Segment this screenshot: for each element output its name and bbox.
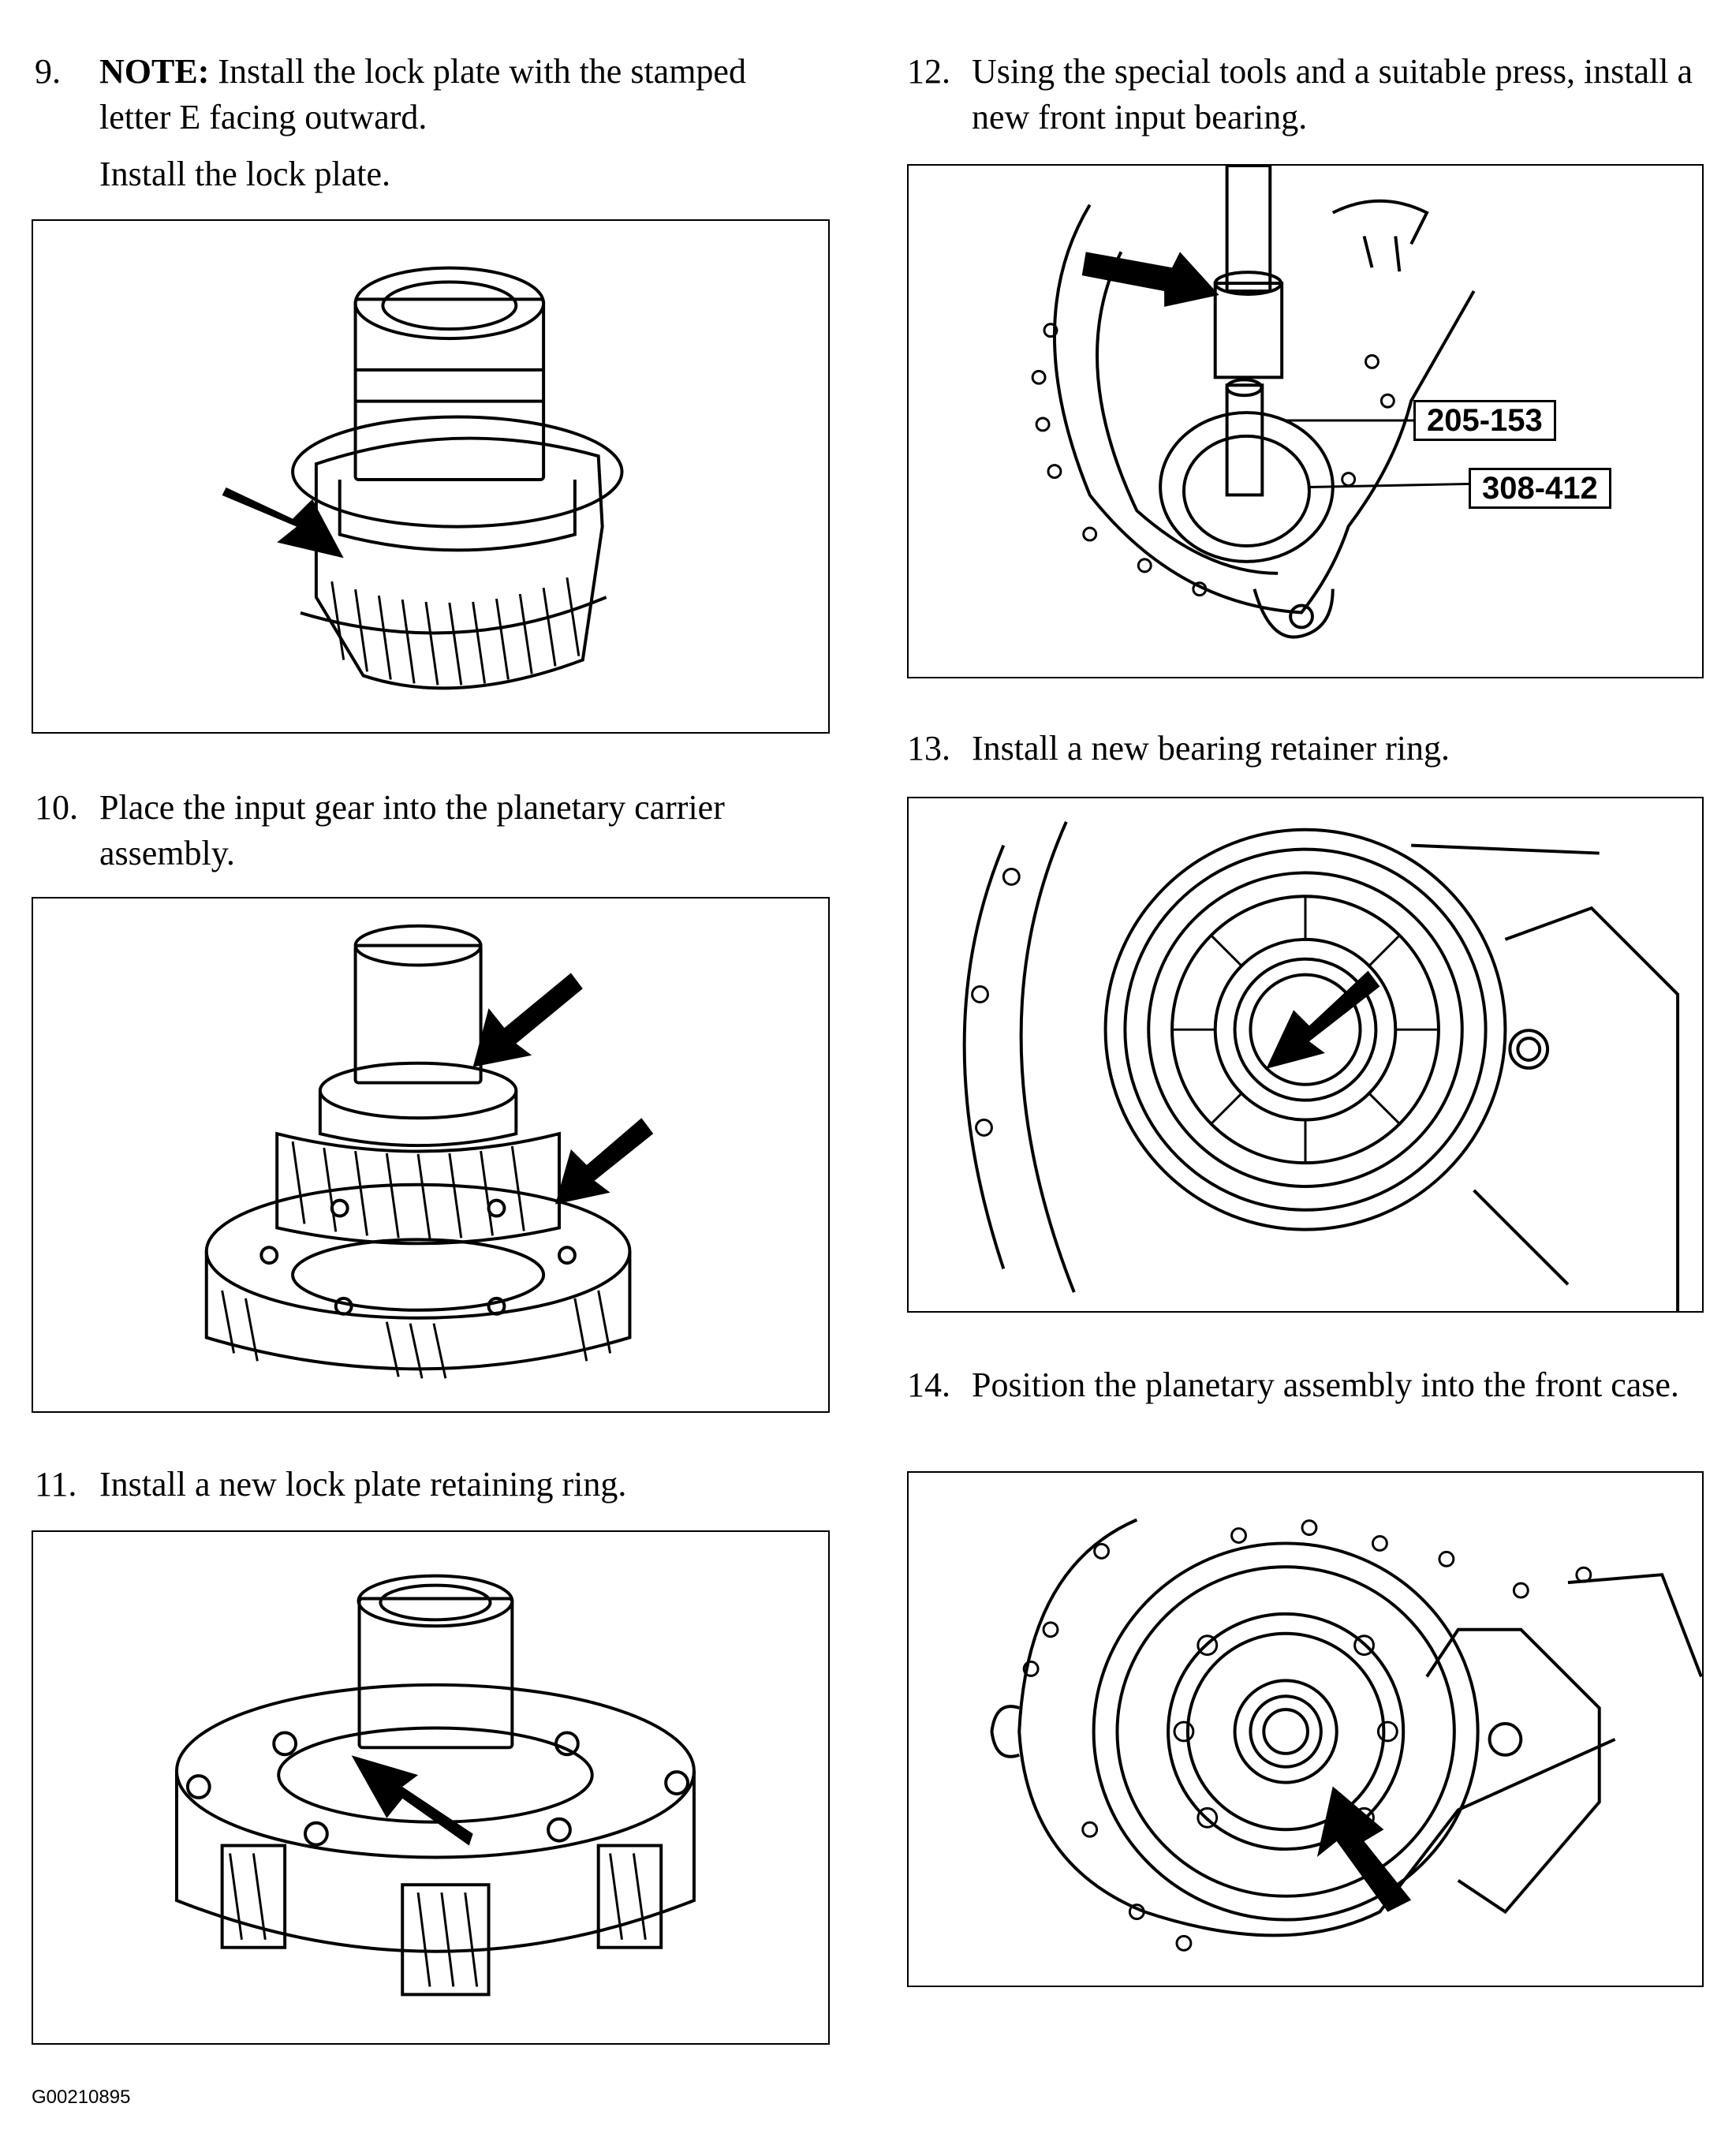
step-text: Install a new lock plate retaining ring. bbox=[99, 1465, 627, 1504]
tool-callout-308-412: 308-412 bbox=[1469, 468, 1611, 509]
figure-planetary-assembly bbox=[907, 1471, 1704, 1987]
input-gear-illustration bbox=[204, 924, 654, 1379]
arrow-icon bbox=[1316, 1786, 1412, 1912]
retaining-ring-illustration bbox=[174, 1574, 696, 1997]
arrow-icon bbox=[222, 487, 344, 559]
step-13: 13. Install a new bearing retainer ring. bbox=[907, 726, 1704, 771]
step-text: Place the input gear into the planetary … bbox=[99, 788, 725, 872]
bearing-retainer-ring-illustration bbox=[962, 821, 1680, 1311]
step-number: 12. bbox=[907, 52, 950, 91]
step-text: Position the planetary assembly into the… bbox=[972, 1366, 1679, 1404]
tool-callout-205-153: 205-153 bbox=[1413, 400, 1556, 441]
arrow-icon bbox=[1081, 252, 1219, 307]
figure-front-input-bearing: 205-153 308-412 bbox=[907, 164, 1704, 678]
step-10: 10. Place the input gear into the planet… bbox=[35, 785, 823, 876]
step-14: 14. Position the planetary assembly into… bbox=[907, 1362, 1704, 1408]
step-number: 14. bbox=[907, 1366, 950, 1404]
arrow-icon bbox=[1266, 970, 1380, 1069]
step-text: Using the special tools and a suitable p… bbox=[972, 52, 1693, 136]
step-number: 9. bbox=[35, 52, 61, 91]
step-12: 12. Using the special tools and a suitab… bbox=[907, 49, 1704, 140]
figure-retaining-ring bbox=[32, 1530, 830, 2045]
step-number: 13. bbox=[907, 729, 950, 768]
arrow-icon bbox=[555, 1118, 654, 1205]
figure-bearing-retainer-ring bbox=[907, 797, 1704, 1313]
front-input-bearing-illustration bbox=[1031, 166, 1506, 639]
figure-lock-plate bbox=[32, 219, 830, 734]
note-label: NOTE: bbox=[99, 52, 210, 91]
lock-plate-illustration bbox=[222, 266, 624, 690]
step-number: 11. bbox=[35, 1465, 77, 1504]
figure-id: G00210895 bbox=[32, 2087, 131, 2108]
step-11: 11. Install a new lock plate retaining r… bbox=[35, 1462, 823, 1507]
step-9: 9. NOTE: Install the lock plate with the… bbox=[35, 49, 823, 197]
planetary-assembly-illustration bbox=[990, 1518, 1702, 1952]
step-number: 10. bbox=[35, 788, 78, 827]
step-subtext: Install the lock plate. bbox=[99, 155, 390, 193]
arrow-icon bbox=[351, 1755, 473, 1846]
arrow-icon bbox=[472, 973, 583, 1067]
figure-input-gear bbox=[32, 897, 830, 1413]
step-text: Install the lock plate with the stamped … bbox=[99, 52, 746, 136]
step-text: Install a new bearing retainer ring. bbox=[972, 729, 1450, 768]
